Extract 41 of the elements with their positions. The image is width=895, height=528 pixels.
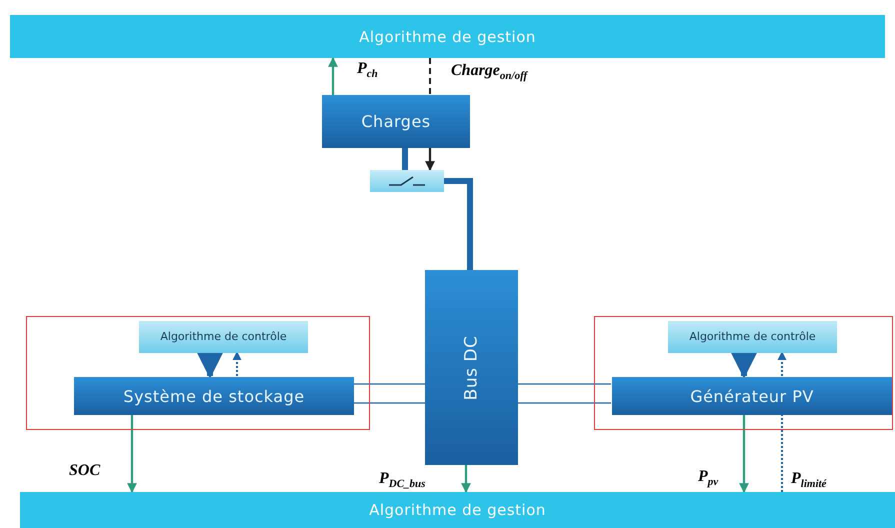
process-box <box>322 95 470 148</box>
node-label: Algorithme de contrôle <box>689 330 816 344</box>
node-label: Algorithme de contrôle <box>160 330 287 344</box>
arrow <box>328 57 338 95</box>
connector-line <box>353 383 425 385</box>
title-band <box>20 492 895 528</box>
edge-label: Charge$_{on/off}$ <box>450 62 528 82</box>
edge-label: P$_{DC_bus}$ <box>378 470 426 490</box>
bus-bar <box>425 270 518 465</box>
arrow <box>196 352 224 379</box>
connector-line <box>353 402 425 404</box>
arrow <box>778 351 786 376</box>
arrow <box>461 465 471 493</box>
connector-line <box>518 383 611 385</box>
title-band <box>10 15 885 58</box>
arrow <box>127 414 137 493</box>
arrow <box>730 352 758 379</box>
connector-line <box>402 148 408 170</box>
connector-line <box>781 414 783 492</box>
node-label: Algorithme de gestion <box>359 28 536 46</box>
group-frame <box>594 316 893 430</box>
arrow <box>425 148 435 171</box>
group-frame <box>26 316 370 430</box>
node-label: Générateur PV <box>690 386 814 406</box>
process-box <box>139 321 308 353</box>
edge-label: P$_{ch}$ <box>356 60 379 80</box>
node-label: Système de stockage <box>123 386 305 406</box>
bus-label: Bus DC <box>462 335 482 400</box>
arrow <box>739 414 749 493</box>
edge-label: P$_{pv}$ <box>697 468 720 488</box>
process-box <box>668 321 837 353</box>
connector-line <box>444 178 473 270</box>
connector-line <box>429 58 431 95</box>
connector-line <box>518 402 611 404</box>
arrow <box>232 351 242 376</box>
edge-label: P$_{limité}$ <box>790 470 828 490</box>
node-label: Charges <box>361 112 431 131</box>
process-box <box>612 377 892 415</box>
switch-box <box>370 170 444 192</box>
node-label: Algorithme de gestion <box>369 501 546 519</box>
process-box <box>74 377 354 415</box>
